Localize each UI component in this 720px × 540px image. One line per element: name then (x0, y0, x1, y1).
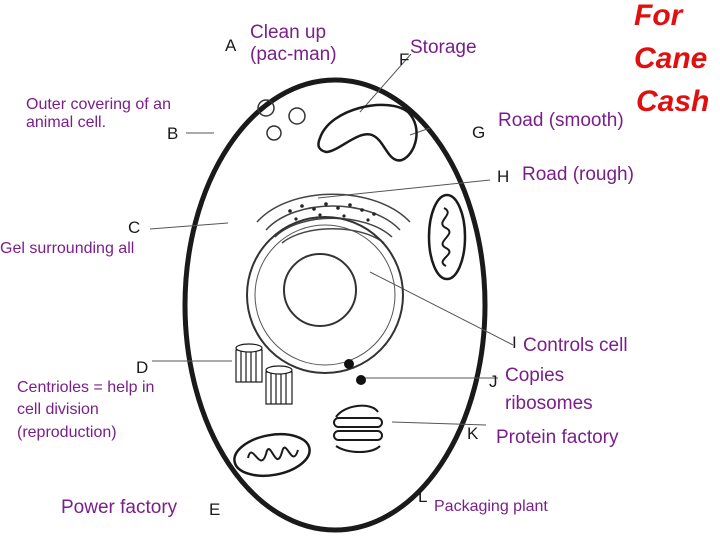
rough-er (256, 193, 411, 244)
label-controls-cell: Controls cell (523, 335, 628, 356)
label-packaging-plant: Packaging plant (434, 498, 548, 515)
label-letter-a: A (225, 36, 237, 55)
mitochondrion-left (233, 432, 311, 478)
label-road-smooth: Road (smooth) (498, 110, 624, 131)
label-clean-up: Clean up (pac-man) (250, 22, 337, 65)
label-power-factory: Power factory (61, 497, 178, 518)
label-storage: Storage (410, 37, 477, 58)
golgi-apparatus (333, 404, 383, 453)
lysosomes (257, 99, 306, 141)
label-outer-covering: Outer covering of an animal cell. (26, 96, 171, 132)
label-road-rough: Road (rough) (522, 164, 634, 185)
label-letter-c: C (128, 218, 141, 237)
label-letter-k: K (467, 424, 479, 443)
label-letter-h: H (497, 167, 510, 186)
label-letter-b: B (167, 124, 179, 143)
label-protein-factory: Protein factory (496, 427, 619, 448)
mnemonic-line-1: For (634, 0, 683, 32)
nucleolus (283, 253, 357, 327)
label-letter-l: L (418, 487, 428, 506)
free-ribosome (356, 375, 366, 385)
label-centrioles: Centrioles = help in cell division (repr… (17, 379, 155, 441)
cell-membrane (182, 77, 488, 533)
mitochondrion-right (427, 193, 467, 281)
nucleus-inner (254, 224, 396, 366)
ribosomes (288, 202, 376, 222)
label-letter-j: J (489, 372, 498, 391)
label-letter-f: F (399, 50, 410, 69)
label-letter-e: E (209, 500, 221, 519)
label-gel-surrounding: Gel surrounding all (0, 240, 135, 257)
free-ribosome (344, 359, 354, 369)
vacuole (317, 103, 418, 162)
label-letter-i: I (512, 333, 517, 352)
label-copies-ribosomes: Copies ribosomes (505, 365, 593, 414)
nucleus-outer (246, 216, 404, 374)
mnemonic-line-2: Cane (634, 42, 708, 75)
label-letter-g: G (472, 123, 486, 142)
centrioles (235, 343, 293, 405)
leader-lines (149, 53, 514, 426)
mnemonic-line-3: Cash (636, 85, 710, 118)
label-letter-d: D (136, 358, 149, 377)
